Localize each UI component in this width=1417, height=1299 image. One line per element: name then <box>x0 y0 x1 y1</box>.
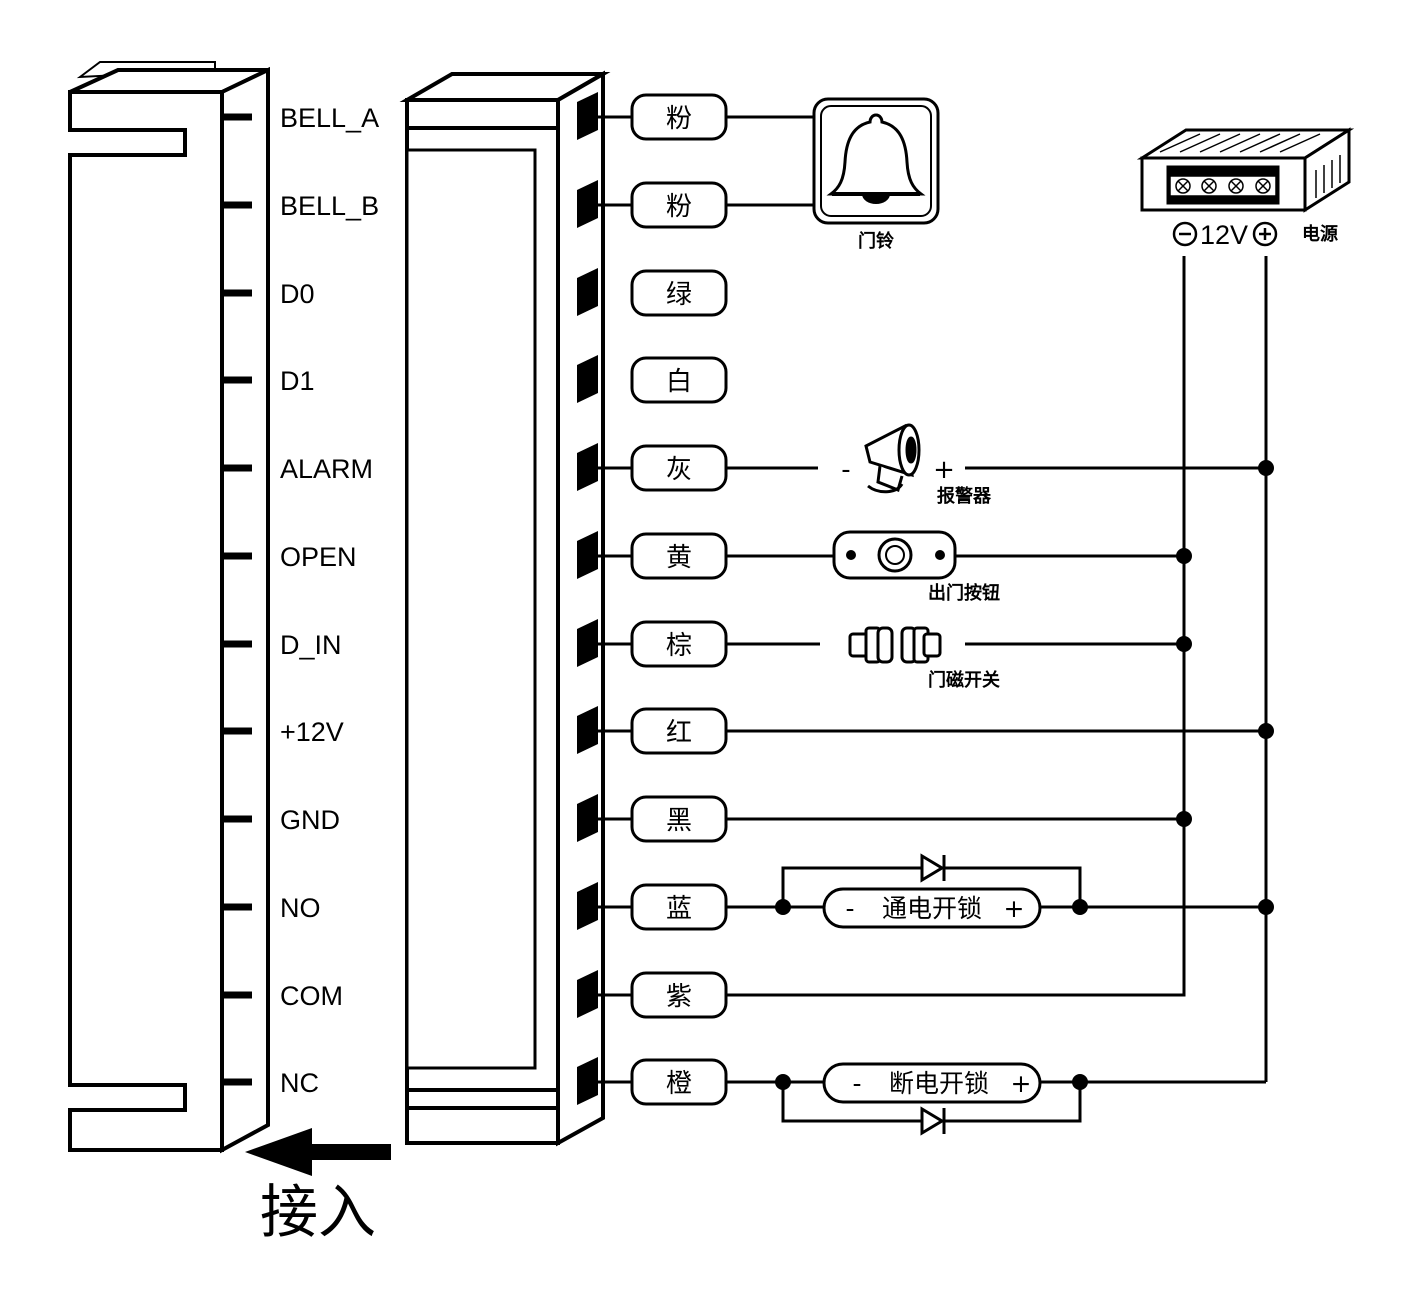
wire-box: 黑 <box>630 795 728 843</box>
exit-button-label: 出门按钮 <box>928 582 1000 604</box>
alarm-minus-sign: - <box>841 455 850 485</box>
diode-icon <box>920 853 946 883</box>
pin-label: NC <box>280 1068 319 1098</box>
wire-color-label: 白 <box>666 367 692 397</box>
wire-color-label: 黑 <box>666 806 692 836</box>
arrow-left-icon <box>245 1128 391 1176</box>
pin-label: D1 <box>280 366 315 396</box>
junction-dots <box>775 460 1274 1090</box>
alarm-plus-sign: + <box>933 455 955 485</box>
door-sensor-label: 门磁开关 <box>928 669 1000 691</box>
power-voltage-label: 12V <box>1200 220 1248 250</box>
pin-label: NO <box>280 893 321 923</box>
pin-label: GND <box>280 805 340 835</box>
socket-pin-ticks <box>222 113 252 1086</box>
pin-label: D0 <box>280 279 315 309</box>
pin-label: OPEN <box>280 542 357 572</box>
pin-label: BELL_A <box>280 103 379 133</box>
wire-box: 蓝 <box>630 883 728 931</box>
wire-box: 粉 <box>630 93 728 141</box>
lock-plus: + <box>1011 1069 1032 1098</box>
fail-secure-lock-label: 通电开锁 <box>882 894 982 923</box>
socket-connector <box>68 61 270 1154</box>
wire-color-label: 粉 <box>666 192 692 222</box>
plus-terminal-icon <box>1252 221 1278 247</box>
power-supply-icon <box>1136 127 1355 213</box>
siren-icon <box>864 423 921 494</box>
fail-safe-lock-label: 断电开锁 <box>889 1069 989 1098</box>
wire-box: 棕 <box>630 620 728 668</box>
wire-color-label: 红 <box>666 718 692 748</box>
plug-stubs <box>598 115 632 1084</box>
wire-color-label: 黄 <box>666 543 692 573</box>
wire-box: 紫 <box>630 971 728 1019</box>
lock-minus: - <box>852 1069 861 1098</box>
plug-pins <box>577 92 598 1105</box>
exit-button-icon <box>832 530 957 580</box>
bell-label: 门铃 <box>858 230 894 252</box>
lock-plus: + <box>1004 894 1025 923</box>
wire-color-label: 棕 <box>666 631 692 661</box>
insert-label: 接入 <box>260 1178 376 1246</box>
wire-color-label: 紫 <box>666 982 692 1012</box>
wire-box: 绿 <box>630 269 728 317</box>
wire-color-label: 粉 <box>666 104 692 134</box>
fail-safe-lock: - 断电开锁 + <box>822 1062 1042 1104</box>
wire-color-label: 蓝 <box>666 894 692 924</box>
minus-terminal-icon <box>1172 221 1198 247</box>
wire-color-label: 绿 <box>666 280 692 310</box>
wire-color-label: 橙 <box>666 1069 692 1099</box>
power-supply-label: 电源 <box>1302 223 1338 245</box>
pin-label: +12V <box>280 717 344 747</box>
pin-labels: BELL_A BELL_B D0 D1 ALARM OPEN D_IN +12V… <box>280 103 379 1098</box>
lock-minus: - <box>845 894 854 923</box>
pin-label: D_IN <box>280 630 342 660</box>
pin-label: BELL_B <box>280 191 379 221</box>
plug-connector <box>399 70 611 1147</box>
wire-box: 粉 <box>630 181 728 229</box>
bell-icon <box>812 97 940 225</box>
wire-box: 白 <box>630 356 728 404</box>
wire-box: 橙 <box>630 1058 728 1106</box>
wire-color-boxes: 粉 粉 绿 白 灰 黄 棕 红 黑 蓝 紫 橙 <box>630 93 728 1106</box>
pin-label: COM <box>280 981 343 1011</box>
wiring <box>726 115 1268 1123</box>
wire-color-label: 灰 <box>666 455 692 485</box>
wire-box: 红 <box>630 707 728 755</box>
alarm-label: 报警器 <box>937 485 992 507</box>
pin-label: ALARM <box>280 454 373 484</box>
diode-icon <box>920 1106 946 1136</box>
fail-secure-lock: - 通电开锁 + <box>822 887 1042 929</box>
wire-box: 黄 <box>630 532 728 580</box>
wire-box: 灰 <box>630 444 728 492</box>
magnet-sensor-icon <box>848 626 942 664</box>
